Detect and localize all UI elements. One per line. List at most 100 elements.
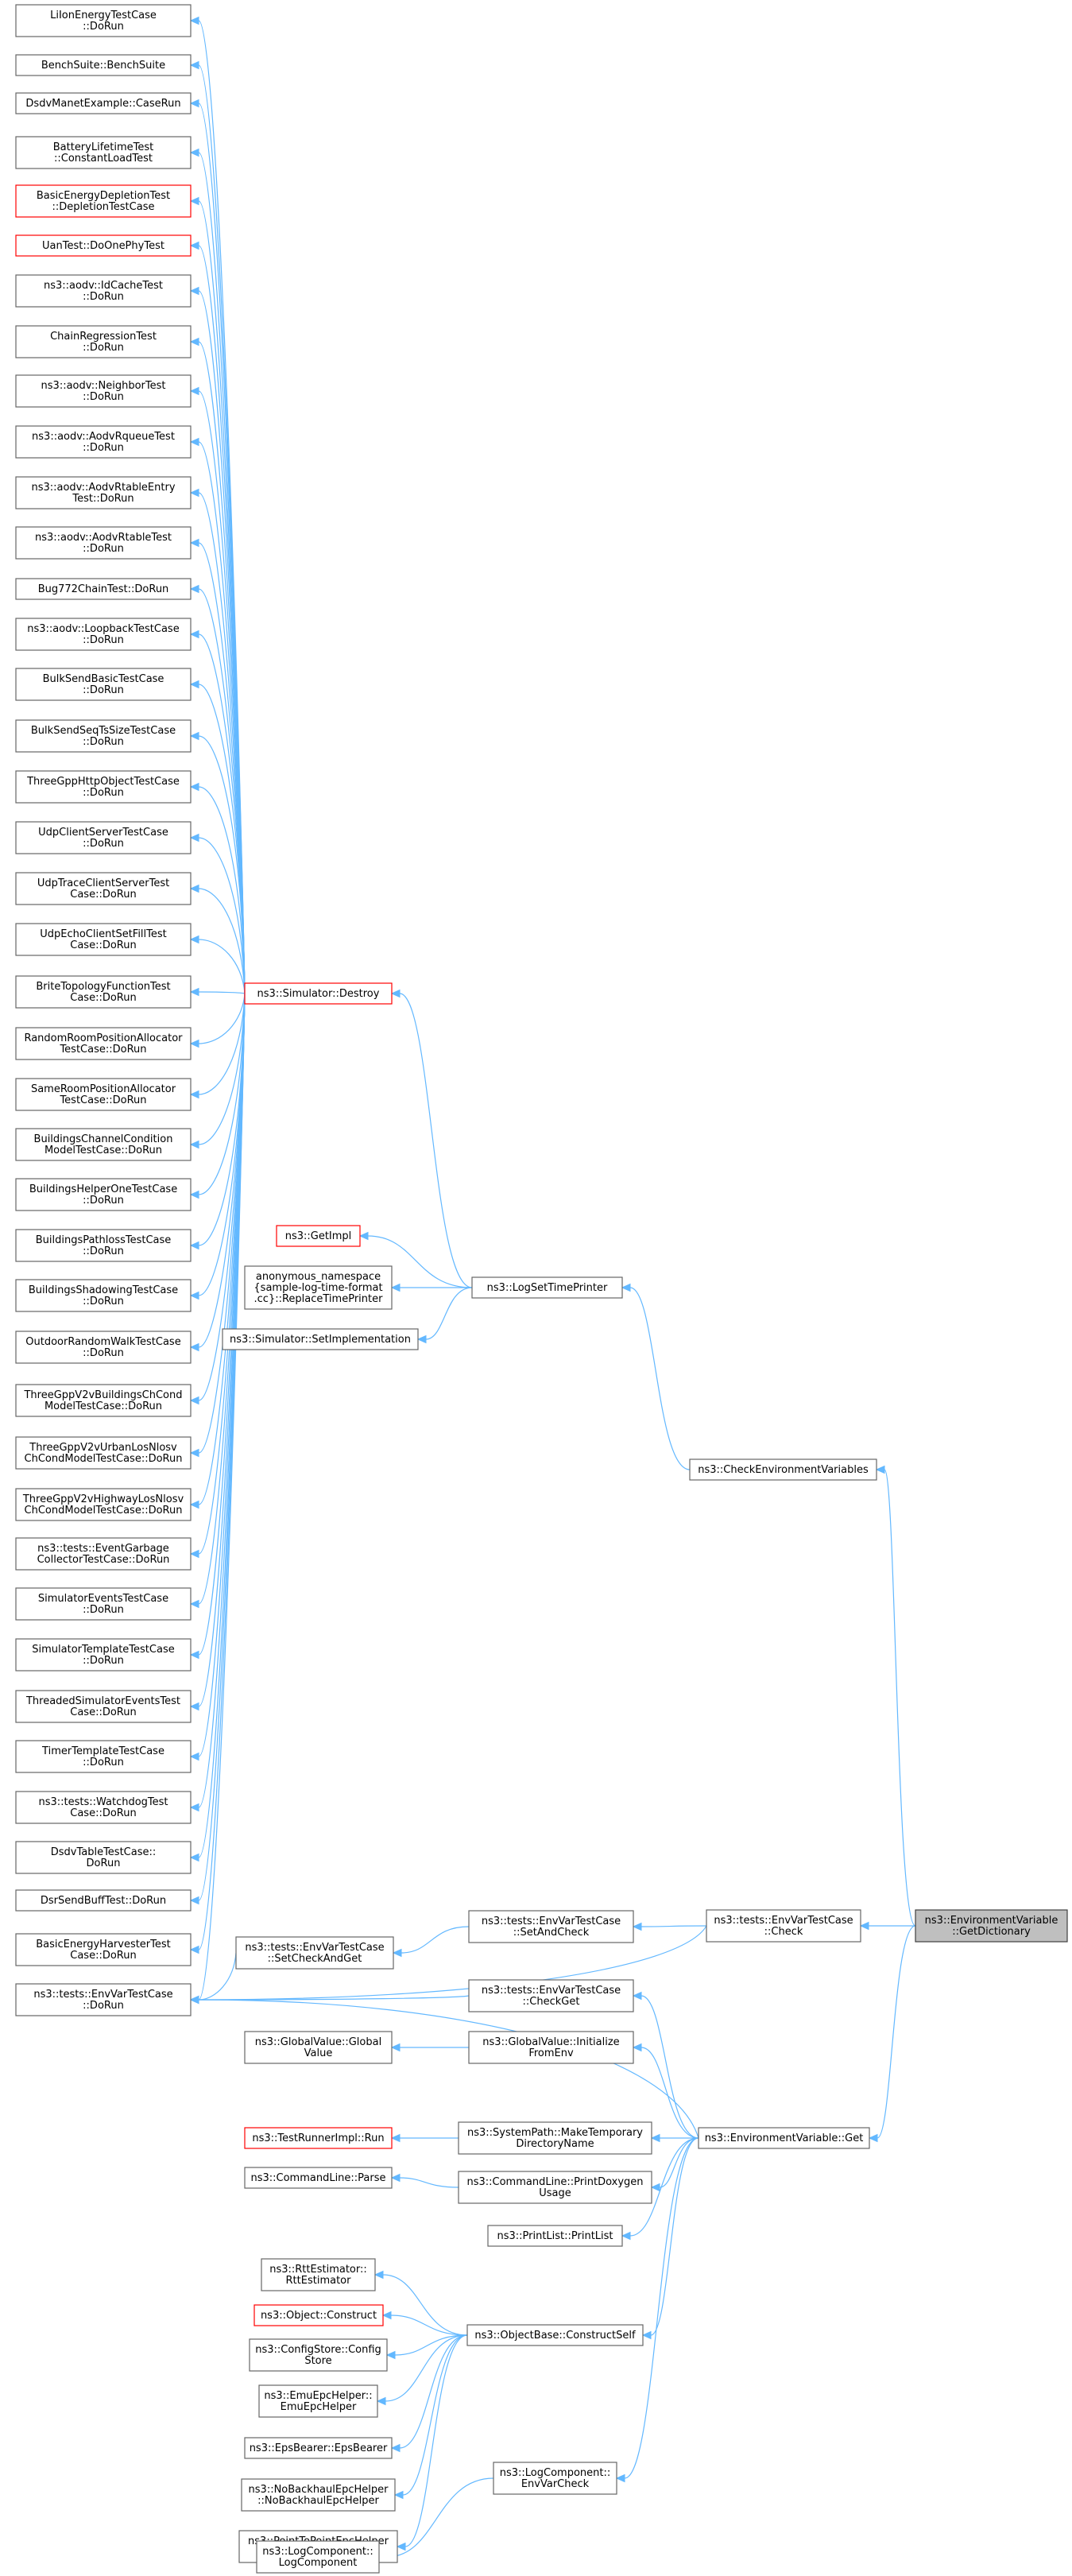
node-n29[interactable]: ThreeGppV2vBuildingsChCondModelTestCase:… (15, 1384, 192, 1417)
node-label-line: ::DoRun (83, 291, 124, 303)
node-label-line: ns3::LogComponent:: (262, 2546, 373, 2558)
node-box (468, 1979, 634, 2012)
node-getimpl[interactable]: ns3::GetImpl (276, 1225, 361, 1247)
node-n26[interactable]: BuildingsPathlossTestCase::DoRun (15, 1229, 192, 1262)
node-label-line: Usage (539, 2187, 571, 2199)
node-n14[interactable]: ns3::aodv::LoopbackTestCase::DoRun (15, 618, 192, 651)
node-n9[interactable]: ns3::aodv::NeighborTest::DoRun (15, 374, 192, 408)
node-n8[interactable]: ChainRegressionTest::DoRun (15, 325, 192, 358)
node-n38[interactable]: DsdvTableTestCase::DoRun (15, 1841, 192, 1874)
node-testrunner[interactable]: ns3::TestRunnerImpl::Run (244, 2127, 393, 2149)
node-n28[interactable]: OutdoorRandomWalkTestCase::DoRun (15, 1331, 192, 1364)
node-n5[interactable]: BasicEnergyDepletionTest::DepletionTestC… (15, 184, 192, 218)
node-checkget[interactable]: ns3::tests::EnvVarTestCase::CheckGet (468, 1979, 634, 2012)
node-label-line: BriteTopologyFunctionTest (36, 981, 170, 993)
node-n2[interactable]: BenchSuite::BenchSuite (15, 54, 192, 76)
node-nobackhaul[interactable]: ns3::NoBackhaulEpcHelper::NoBackhaulEpcH… (241, 2478, 396, 2512)
node-envget[interactable]: ns3::EnvironmentVariable::Get (698, 2127, 870, 2149)
node-n1[interactable]: LiIonEnergyTestCase::DoRun (15, 4, 192, 37)
node-n12[interactable]: ns3::aodv::AodvRtableTest::DoRun (15, 526, 192, 560)
node-setimpl[interactable]: ns3::Simulator::SetImplementation (222, 1328, 419, 1350)
edge-arrowhead (189, 629, 199, 639)
node-n41[interactable]: ns3::tests::EnvVarTestCase::DoRun (15, 1983, 192, 2016)
node-n32[interactable]: ns3::tests::EventGarbageCollectorTestCas… (15, 1537, 192, 1571)
edge-n25-to-destroy (189, 993, 246, 1199)
node-logsettp[interactable]: ns3::LogSetTimePrinter (471, 1276, 623, 1299)
node-objconstruct[interactable]: ns3::Object::Construct (253, 2304, 384, 2326)
edge-arrowhead (189, 337, 199, 347)
node-checkenv[interactable]: ns3::CheckEnvironmentVariables (689, 1458, 877, 1481)
node-check[interactable]: ns3::tests::EnvVarTestCase::Check (706, 1909, 861, 1943)
node-box (244, 2437, 393, 2459)
node-label-line: ns3::tests::EventGarbage (37, 1543, 169, 1555)
node-label-line: ::DoRun (83, 442, 124, 454)
node-epsbearer[interactable]: ns3::EpsBearer::EpsBearer (244, 2437, 393, 2459)
node-n27[interactable]: BuildingsShadowingTestCase::DoRun (15, 1279, 192, 1312)
node-logcomp[interactable]: ns3::LogComponent::LogComponent (256, 2540, 380, 2574)
node-setcheckandget[interactable]: ns3::tests::EnvVarTestCase::SetCheckAndG… (235, 1936, 394, 1970)
node-logenv[interactable]: ns3::LogComponent::EnvVarCheck (493, 2462, 617, 2495)
node-box (15, 234, 192, 257)
node-printlist[interactable]: ns3::PrintList::PrintList (487, 2225, 623, 2247)
node-objbase[interactable]: ns3::ObjectBase::ConstructSelf (466, 2324, 644, 2346)
node-box (244, 2167, 393, 2189)
node-label-line: ns3::LogComponent:: (500, 2467, 611, 2479)
node-n6[interactable]: UanTest::DoOnePhyTest (15, 234, 192, 257)
node-maketemp[interactable]: ns3::SystemPath::MakeTemporaryDirectoryN… (458, 2121, 652, 2155)
node-gvgv[interactable]: ns3::GlobalValue::GlobalValue (244, 2031, 393, 2064)
edge-arrowhead (621, 2231, 631, 2241)
node-n31[interactable]: ThreeGppV2vHighwayLosNlosvChCondModelTes… (15, 1488, 192, 1521)
edge-arrowhead (390, 2443, 401, 2453)
node-n25[interactable]: BuildingsHelperOneTestCase::DoRun (15, 1178, 192, 1211)
node-n30[interactable]: ThreeGppV2vUrbanLosNlosvChCondModelTestC… (15, 1436, 192, 1470)
node-target[interactable]: ns3::EnvironmentVariable::GetDictionary (915, 1909, 1068, 1943)
node-n4[interactable]: BatteryLifetimeTest::ConstantLoadTest (15, 136, 192, 169)
node-emuepc[interactable]: ns3::EmuEpcHelper::EmuEpcHelper (258, 2384, 378, 2418)
node-n36[interactable]: TimerTemplateTestCase::DoRun (15, 1740, 192, 1773)
edge-arrowhead (189, 1500, 199, 1509)
node-n18[interactable]: UdpClientServerTestCase::DoRun (15, 821, 192, 854)
node-configstore[interactable]: ns3::ConfigStore::ConfigStore (249, 2338, 388, 2372)
node-setandcheck[interactable]: ns3::tests::EnvVarTestCase::SetAndCheck (468, 1910, 634, 1943)
node-label-line: UdpTraceClientServerTest (37, 877, 169, 889)
edge-cmdprint-to-envget (650, 2137, 699, 2192)
edge-printlist-to-envget (621, 2137, 699, 2241)
node-n34[interactable]: SimulatorTemplateTestCase::DoRun (15, 1638, 192, 1671)
node-n22[interactable]: RandomRoomPositionAllocatorTestCase::DoR… (15, 1027, 192, 1060)
node-n33[interactable]: SimulatorEventsTestCase::DoRun (15, 1587, 192, 1621)
node-n16[interactable]: BulkSendSeqTsSizeTestCase::DoRun (15, 719, 192, 753)
node-n39[interactable]: DsrSendBuffTest::DoRun (15, 1889, 192, 1912)
edge-cmdparse-to-cmdprint (390, 2173, 459, 2188)
edge-arrowhead (189, 488, 199, 498)
node-destroy[interactable]: ns3::Simulator::Destroy (244, 982, 393, 1005)
node-cmdparse[interactable]: ns3::CommandLine::Parse (244, 2167, 393, 2189)
node-label-line: ns3::Object::Construct (261, 2310, 377, 2322)
node-box (15, 1279, 192, 1312)
node-n24[interactable]: BuildingsChannelConditionModelTestCase::… (15, 1128, 192, 1161)
edge-arrowhead (189, 1945, 199, 1954)
node-n7[interactable]: ns3::aodv::IdCacheTest::DoRun (15, 274, 192, 308)
node-label-line: TestCase::DoRun (59, 1094, 146, 1106)
node-label-line: ModelTestCase::DoRun (45, 1145, 162, 1156)
node-n13[interactable]: Bug772ChainTest::DoRun (15, 578, 192, 600)
node-label-line: ns3::ConfigStore::Config (255, 2344, 381, 2356)
edge-nobackhaul-to-objbase (393, 2334, 468, 2500)
node-n10[interactable]: ns3::aodv::AodvRqueueTest::DoRun (15, 425, 192, 459)
node-n17[interactable]: ThreeGppHttpObjectTestCase::DoRun (15, 770, 192, 804)
node-rtt[interactable]: ns3::RttEstimator::RttEstimator (261, 2258, 376, 2291)
node-anon[interactable]: anonymous_namespace{sample-log-time-form… (244, 1265, 393, 1310)
node-n3[interactable]: DsdvManetExample::CaseRun (15, 92, 192, 114)
edge-line (198, 993, 246, 1145)
node-n15[interactable]: BulkSendBasicTestCase::DoRun (15, 668, 192, 701)
node-label-line: ns3::tests::EnvVarTestCase (714, 1915, 853, 1927)
